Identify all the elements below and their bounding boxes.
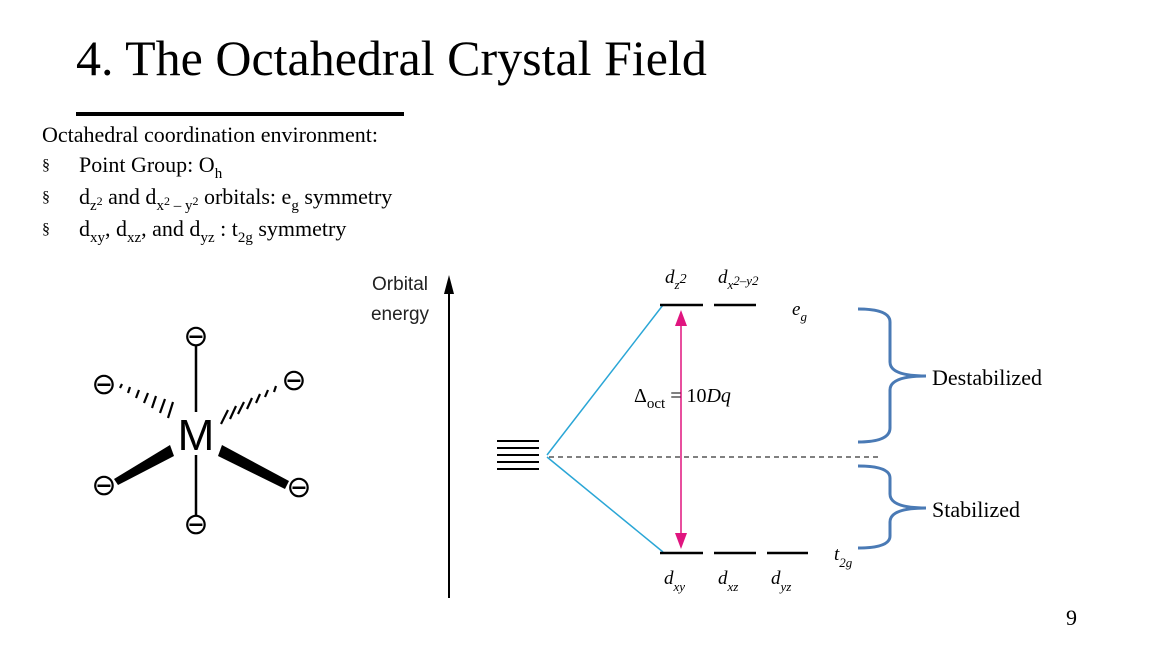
octahedron-structure: M ⊖ ⊖ ⊖ ⊖ ⊖ ⊖ (91, 320, 311, 541)
label-eg: eg (792, 299, 807, 324)
wedge-bond-right (218, 445, 289, 489)
bullet-marker: § (42, 157, 50, 174)
hashed-bond-right (220, 385, 278, 425)
ligand-back-right: ⊖ (281, 364, 306, 397)
ligand-bottom: ⊖ (183, 508, 208, 541)
axis-label-orbital: Orbital (372, 274, 428, 295)
label-dyz: dyz (771, 568, 791, 594)
label-t2g: t2g (834, 544, 853, 570)
page-number: 9 (1066, 605, 1077, 630)
label-dx2y2: dx2–y2 (718, 267, 759, 292)
ligand-front-left: ⊖ (91, 469, 116, 502)
label-dxz: dxz (718, 568, 738, 594)
split-line-down (546, 456, 664, 553)
split-line-up (546, 304, 664, 456)
metal-center: M (178, 411, 215, 460)
axis-label-energy: energy (371, 304, 430, 325)
wedge-bond-left (114, 445, 174, 485)
ligand-back-left: ⊖ (91, 368, 116, 401)
ligand-top: ⊖ (183, 320, 208, 353)
bullet-point-group: §Point Group: Oh (42, 152, 223, 182)
bullet-eg-orbitals: §dz2 and dx2 – y2 orbitals: eg symmetry (42, 184, 393, 214)
ligand-front-right: ⊖ (286, 471, 311, 504)
intro-text: Octahedral coordination environment: (42, 122, 378, 147)
destabilized-label: Destabilized (932, 365, 1042, 390)
slide-title: 4. The Octahedral Crystal Field (76, 30, 707, 86)
bullet-t2g-orbitals: §dxy, dxz, and dyz : t2g symmetry (42, 216, 347, 246)
destabilized-brace (857, 307, 927, 444)
degenerate-levels (497, 440, 539, 470)
splitting-label: Δoct = 10Dq (634, 385, 731, 412)
stabilized-label: Stabilized (932, 497, 1020, 522)
splitting-arrowhead-up (675, 310, 687, 326)
energy-axis: Orbital energy (371, 274, 454, 598)
stabilized-brace (857, 464, 927, 550)
label-dxy: dxy (664, 568, 685, 594)
label-dz2: dz2 (665, 267, 687, 292)
title-underline (76, 112, 404, 116)
bullet-marker: § (42, 221, 50, 238)
hashed-bond-left (119, 383, 175, 419)
bullet-marker: § (42, 189, 50, 206)
axis-arrowhead (444, 275, 454, 294)
splitting-arrowhead-down (675, 533, 687, 549)
